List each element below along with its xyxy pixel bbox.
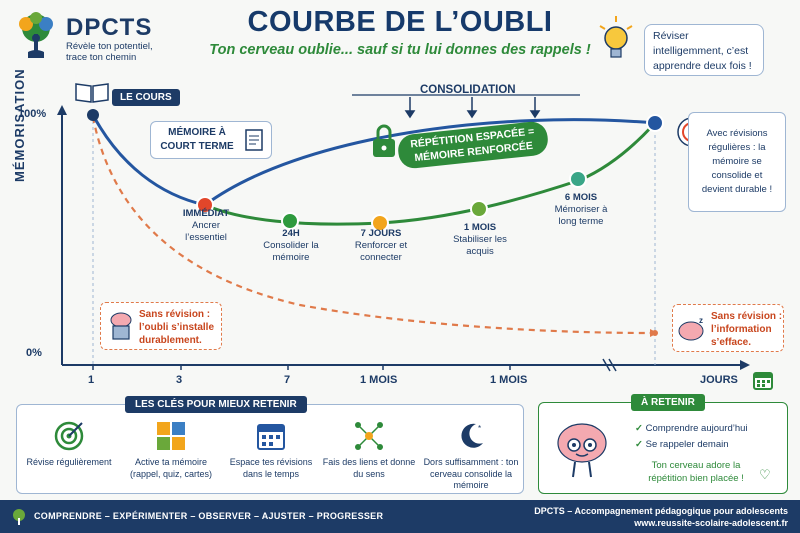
svg-text:z: z: [699, 316, 703, 325]
no-review-right-box: z Sans révision : l’information s’efface…: [672, 304, 784, 352]
retain-closing: Ton cerveau adore la répétition bien pla…: [648, 460, 744, 484]
calendar-icon: [753, 372, 773, 390]
point-1-month: [470, 200, 488, 218]
label-7-days-title: 7 JOURS: [360, 228, 402, 239]
book-icon: [75, 83, 109, 103]
sleeping-brain-icon: z: [678, 316, 704, 341]
point-7-days: [371, 214, 389, 232]
no-review-right-text: Sans révision : l’information s’efface.: [711, 311, 783, 348]
review-curve: [204, 118, 656, 207]
calendar-icon: [257, 424, 285, 450]
label-7-days: 7 JOURS Renforcer et connecter: [342, 228, 420, 264]
label-6-months: 6 MOIS Mémoriser à long terme: [546, 192, 616, 228]
key-label: Révise régulièrement: [26, 457, 112, 467]
retain-item: ✓ Comprendre aujourd’hui: [635, 421, 748, 437]
key-label: Espace tes révisions dans le temps: [229, 457, 313, 479]
key-label: Dors suffisamment : ton cerveau consolid…: [423, 457, 519, 490]
label-24h: 24H Consolider la mémoire: [256, 228, 326, 264]
footer-url[interactable]: www.reussite-scolaire-adolescent.fr: [634, 518, 788, 528]
check-icon: ✓: [635, 439, 643, 450]
x-tick: 1: [88, 374, 95, 386]
label-7-days-desc: Renforcer et connecter: [354, 240, 408, 263]
key-item: Révise régulièrement: [19, 419, 119, 491]
retain-item-text: Se rappeler demain: [645, 439, 729, 450]
tree-small-icon: [13, 509, 25, 525]
no-review-left-box: Sans révision : l’oubli s’installe durab…: [100, 302, 222, 350]
network-icon: [355, 422, 383, 450]
initial-decay-curve: [91, 114, 206, 207]
retain-item-text: Comprendre aujourd’hui: [645, 423, 748, 434]
x-axis-unit: JOURS: [700, 374, 738, 386]
footer-org: DPCTS – Accompagnement pédagogique pour …: [534, 506, 788, 516]
point-6-months: [569, 170, 587, 188]
brand-name: DPCTS: [66, 14, 153, 41]
x-tick: 3: [176, 374, 183, 386]
point-immediate: [196, 196, 214, 214]
short-term-memory-box: MÉMOIRE À COURT TERME: [150, 121, 272, 159]
brain-character-icon: [557, 423, 607, 478]
key-item: * Dors suffisamment : ton cerveau consol…: [419, 419, 523, 491]
point-24h: [281, 212, 299, 230]
label-1-month: 1 MOIS Stabiliser les acquis: [446, 222, 514, 258]
label-6-months-title: 6 MOIS: [564, 192, 598, 203]
label-1-month-desc: Stabiliser les acquis: [453, 234, 507, 257]
forgetting-curve-chart: [57, 94, 750, 372]
no-review-curve: [91, 116, 651, 335]
retain-item: ✓ Se rappeler demain: [635, 437, 748, 453]
key-item: Active ta mémoire (rappel, quiz, cartes): [121, 419, 221, 491]
target-icon: [54, 421, 84, 451]
lock-icon: [373, 124, 395, 157]
y-tick-100: 100%: [18, 108, 47, 120]
brain-trash-icon: [110, 312, 132, 340]
key-item: Fais des liens et donne du sens: [319, 419, 419, 491]
label-immediate-title: IMMÉDIAT: [182, 208, 230, 219]
with-review-text: Avec révisions régulières : la mémoire s…: [701, 128, 773, 195]
puzzle-icon: [157, 422, 185, 450]
label-6-months-desc: Mémoriser à long terme: [554, 204, 608, 227]
heart-icon: ♡: [759, 467, 771, 482]
retain-panel: À RETENIR ✓ Comprendre aujourd’hui ✓ Se …: [538, 394, 788, 494]
page-subtitle: Ton cerveau oublie... sauf si tu lui don…: [209, 42, 591, 58]
footer: COMPRENDRE – EXPÉRIMENTER – OBSERVER – A…: [0, 500, 800, 533]
key-item: Espace tes révisions dans le temps: [221, 419, 321, 491]
consolidation-curve: [204, 121, 657, 226]
label-immediate-desc: Ancrer l’essentiel: [185, 220, 227, 243]
key-label: Fais des liens et donne du sens: [322, 457, 416, 479]
keys-title: LES CLÉS POUR MIEUX RETENIR: [125, 396, 307, 413]
x-tick: 1 MOIS: [360, 374, 398, 386]
footer-motto: COMPRENDRE – EXPÉRIMENTER – OBSERVER – A…: [34, 511, 384, 521]
label-1-month-title: 1 MOIS: [463, 222, 497, 233]
keys-panel: LES CLÉS POUR MIEUX RETENIR Révise régul…: [16, 396, 524, 494]
check-icon: ✓: [635, 423, 643, 434]
with-review-box: Avec révisions régulières : la mémoire s…: [688, 112, 786, 212]
label-immediate: IMMÉDIAT Ancrer l’essentiel: [172, 208, 240, 244]
label-24h-desc: Consolider la mémoire: [263, 240, 319, 263]
moon-icon: *: [461, 423, 483, 448]
x-tick: 1 MOIS: [490, 374, 528, 386]
lightbulb-icon: [599, 16, 633, 58]
short-term-label: MÉMOIRE À COURT TERME: [160, 127, 234, 152]
tip-box: Réviser intelligemment, c’est apprendre …: [644, 24, 764, 76]
page-title: COURBE DE L’OUBLI: [247, 6, 553, 38]
footer-info: DPCTS – Accompagnement pédagogique pour …: [528, 505, 788, 529]
brand-logo: DPCTS Révèle ton potentiel, trace ton ch…: [14, 12, 194, 68]
course-label: LE COURS: [112, 89, 180, 106]
svg-text:*: *: [478, 424, 481, 433]
brand-tagline: Révèle ton potentiel, trace ton chemin: [66, 41, 153, 63]
no-review-left-text: Sans révision : l’oubli s’installe durab…: [139, 309, 215, 346]
x-tick: 7: [284, 374, 291, 386]
notes-icon: [245, 129, 263, 151]
key-label: Active ta mémoire (rappel, quiz, cartes): [129, 457, 213, 479]
retain-list: ✓ Comprendre aujourd’hui ✓ Se rappeler d…: [635, 421, 748, 453]
y-tick-0: 0%: [26, 347, 42, 359]
label-24h-title: 24H: [282, 228, 300, 239]
retain-title: À RETENIR: [631, 394, 705, 411]
tree-logo-icon: [19, 12, 53, 58]
consolidation-label: CONSOLIDATION: [420, 84, 516, 96]
